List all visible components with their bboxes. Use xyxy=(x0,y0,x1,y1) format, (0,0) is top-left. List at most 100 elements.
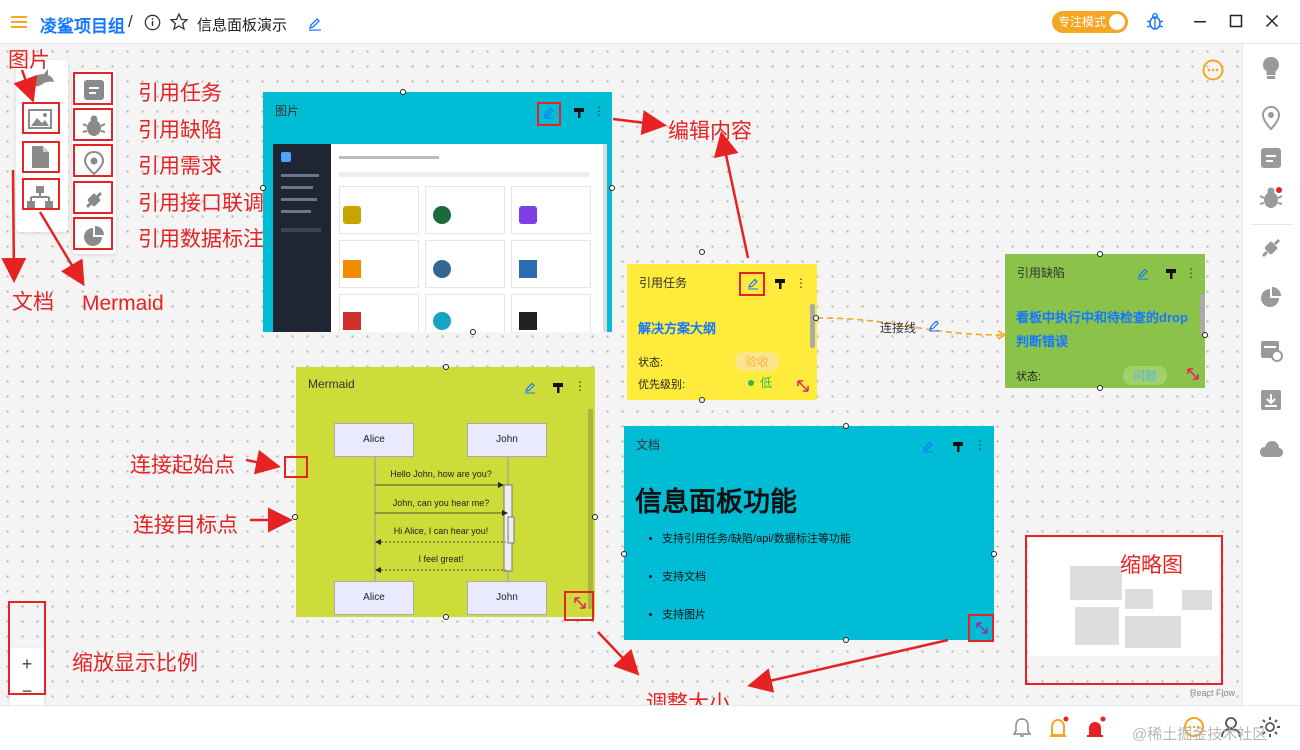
image-node[interactable]: 图片 ⋮ xyxy=(263,92,612,332)
highlight-zoom-controls xyxy=(8,601,46,695)
api-plug-icon[interactable] xyxy=(81,187,107,213)
bug-ref-icon[interactable] xyxy=(81,113,107,139)
task-title-link[interactable]: 解决方案大纲 xyxy=(638,321,717,336)
message-text: I feel great! xyxy=(418,554,464,564)
window-minimize-icon[interactable] xyxy=(1192,13,1208,29)
edit-icon[interactable] xyxy=(308,17,322,31)
highlight-image-icon xyxy=(22,102,60,134)
highlight-document-icon xyxy=(22,141,60,173)
edit-icon[interactable] xyxy=(524,382,536,394)
requirement-icon[interactable] xyxy=(81,150,107,176)
minimap[interactable] xyxy=(1028,538,1220,656)
plug-icon[interactable] xyxy=(1257,234,1285,262)
title-bar: 凌鲨项目组 / 信息面板演示 专注模式 xyxy=(0,0,1300,44)
annotation-mermaid: Mermaid xyxy=(82,292,164,315)
toggle-knob xyxy=(1109,14,1125,30)
paint-brush-icon[interactable] xyxy=(552,382,564,394)
pie-chart-icon[interactable] xyxy=(81,224,107,250)
more-menu-icon[interactable]: ⋮ xyxy=(593,104,605,118)
edit-icon[interactable] xyxy=(543,107,555,119)
zoom-out-button[interactable]: − xyxy=(21,681,33,701)
zoom-controls: + − xyxy=(10,648,44,705)
bug-node[interactable]: 引用缺陷 ⋮ 看板中执行中和待检查的drop判断错误 状态: 问题 xyxy=(1005,254,1205,388)
siren-icon[interactable] xyxy=(1083,715,1107,739)
gear-icon[interactable] xyxy=(1258,715,1282,739)
chat-icon[interactable] xyxy=(1182,715,1206,739)
paint-brush-icon[interactable] xyxy=(774,278,786,290)
highlight-req-icon xyxy=(73,144,113,177)
annotation-ref-data: 引用数据标注 xyxy=(138,228,264,251)
scrollbar[interactable] xyxy=(810,304,815,348)
task-node[interactable]: 引用任务 ⋮ 解决方案大纲 状态: 验收 优先级别: 低 xyxy=(627,264,817,400)
task-icon[interactable] xyxy=(1257,144,1285,172)
task-status-label: 状态: xyxy=(638,357,664,369)
more-menu-icon[interactable]: ⋮ xyxy=(795,276,807,290)
location-icon[interactable] xyxy=(1257,104,1285,132)
focus-mode-toggle[interactable]: 专注模式 xyxy=(1052,11,1128,33)
image-icon[interactable] xyxy=(27,106,53,132)
resize-handle-icon[interactable] xyxy=(572,595,588,611)
window-maximize-icon[interactable] xyxy=(1228,13,1244,29)
document-node[interactable]: 文档 ⋮ 信息面板功能 支持引用任务/缺陷/api/数据标注等功能 支持文档 支… xyxy=(624,426,994,640)
paint-brush-icon[interactable] xyxy=(952,441,964,453)
chat-icon[interactable] xyxy=(1201,58,1225,82)
zoom-in-button[interactable]: + xyxy=(21,654,33,674)
annotation-conn-target: 连接目标点 xyxy=(133,514,238,537)
document-icon[interactable] xyxy=(28,144,52,170)
connection-edge[interactable] xyxy=(0,44,1242,705)
more-menu-icon[interactable]: ⋮ xyxy=(574,379,586,393)
edit-icon[interactable] xyxy=(1137,268,1149,280)
pie-icon[interactable] xyxy=(1257,284,1285,312)
highlight-mermaid-resize xyxy=(564,591,594,621)
bug-icon[interactable] xyxy=(1145,12,1165,32)
highlight-task-icon xyxy=(73,72,113,105)
download-icon[interactable] xyxy=(1257,386,1285,414)
task-node-header: 引用任务 xyxy=(639,276,688,290)
embedded-screenshot xyxy=(273,144,607,332)
bulb-icon[interactable] xyxy=(1257,54,1285,82)
edge-label[interactable]: 连接线 xyxy=(880,321,917,335)
mermaid-node-header: Mermaid xyxy=(308,377,355,391)
scrollbar[interactable] xyxy=(1200,294,1205,334)
calendar-check-icon[interactable] xyxy=(1257,336,1285,364)
edit-icon[interactable] xyxy=(922,441,934,453)
menu-icon[interactable] xyxy=(10,13,28,31)
user-icon[interactable] xyxy=(1220,715,1242,739)
bug-alert-icon[interactable] xyxy=(1257,184,1285,212)
flow-canvas[interactable]: 图片 ⋮ xyxy=(0,44,1242,705)
more-menu-icon[interactable]: ⋮ xyxy=(1185,266,1197,280)
page-title: 信息面板演示 xyxy=(197,17,288,34)
edit-icon[interactable] xyxy=(747,278,759,290)
bell-icon[interactable] xyxy=(1012,717,1032,739)
close-icon[interactable] xyxy=(1264,13,1280,29)
annotation-ref-bug: 引用缺陷 xyxy=(138,119,222,142)
react-flow-attribution[interactable]: React Flow xyxy=(1190,688,1236,698)
sequence-diagram xyxy=(374,457,515,591)
list-item: 支持文档 xyxy=(662,568,851,584)
highlight-edit-button xyxy=(537,102,561,126)
mermaid-diagram-icon[interactable] xyxy=(26,184,54,210)
star-icon[interactable] xyxy=(169,12,189,32)
mermaid-node[interactable]: Mermaid ⋮ Alice John Alice John Hello Jo… xyxy=(296,367,595,617)
paint-brush-icon[interactable] xyxy=(1165,268,1177,280)
highlight-api-icon xyxy=(73,181,113,214)
resize-handle-icon[interactable] xyxy=(795,378,811,394)
status-bar: @稀土掘金技术社区 xyxy=(0,705,1300,750)
paint-brush-icon[interactable] xyxy=(573,107,585,119)
message-text: Hi Alice, I can hear you! xyxy=(393,526,489,536)
info-icon[interactable] xyxy=(144,14,161,31)
more-menu-icon[interactable]: ⋮ xyxy=(974,438,986,452)
highlight-minimap xyxy=(1025,535,1223,685)
task-icon[interactable] xyxy=(81,77,107,103)
actor-box-top: Alice xyxy=(334,423,414,457)
cloud-icon[interactable] xyxy=(1257,436,1285,464)
project-name-link[interactable]: 凌鲨项目组 xyxy=(40,17,125,36)
right-toolbar xyxy=(1242,44,1300,705)
edit-icon[interactable] xyxy=(928,320,940,332)
resize-handle-icon[interactable] xyxy=(974,620,990,636)
scrollbar[interactable] xyxy=(588,409,593,609)
resize-handle-icon[interactable] xyxy=(1185,366,1201,382)
bug-title-link[interactable]: 看板中执行中和待检查的drop判断错误 xyxy=(1016,310,1188,349)
doc-bullet-list: 支持引用任务/缺陷/api/数据标注等功能 支持文档 支持图片 xyxy=(662,530,851,640)
alarm-icon[interactable] xyxy=(1046,715,1070,739)
